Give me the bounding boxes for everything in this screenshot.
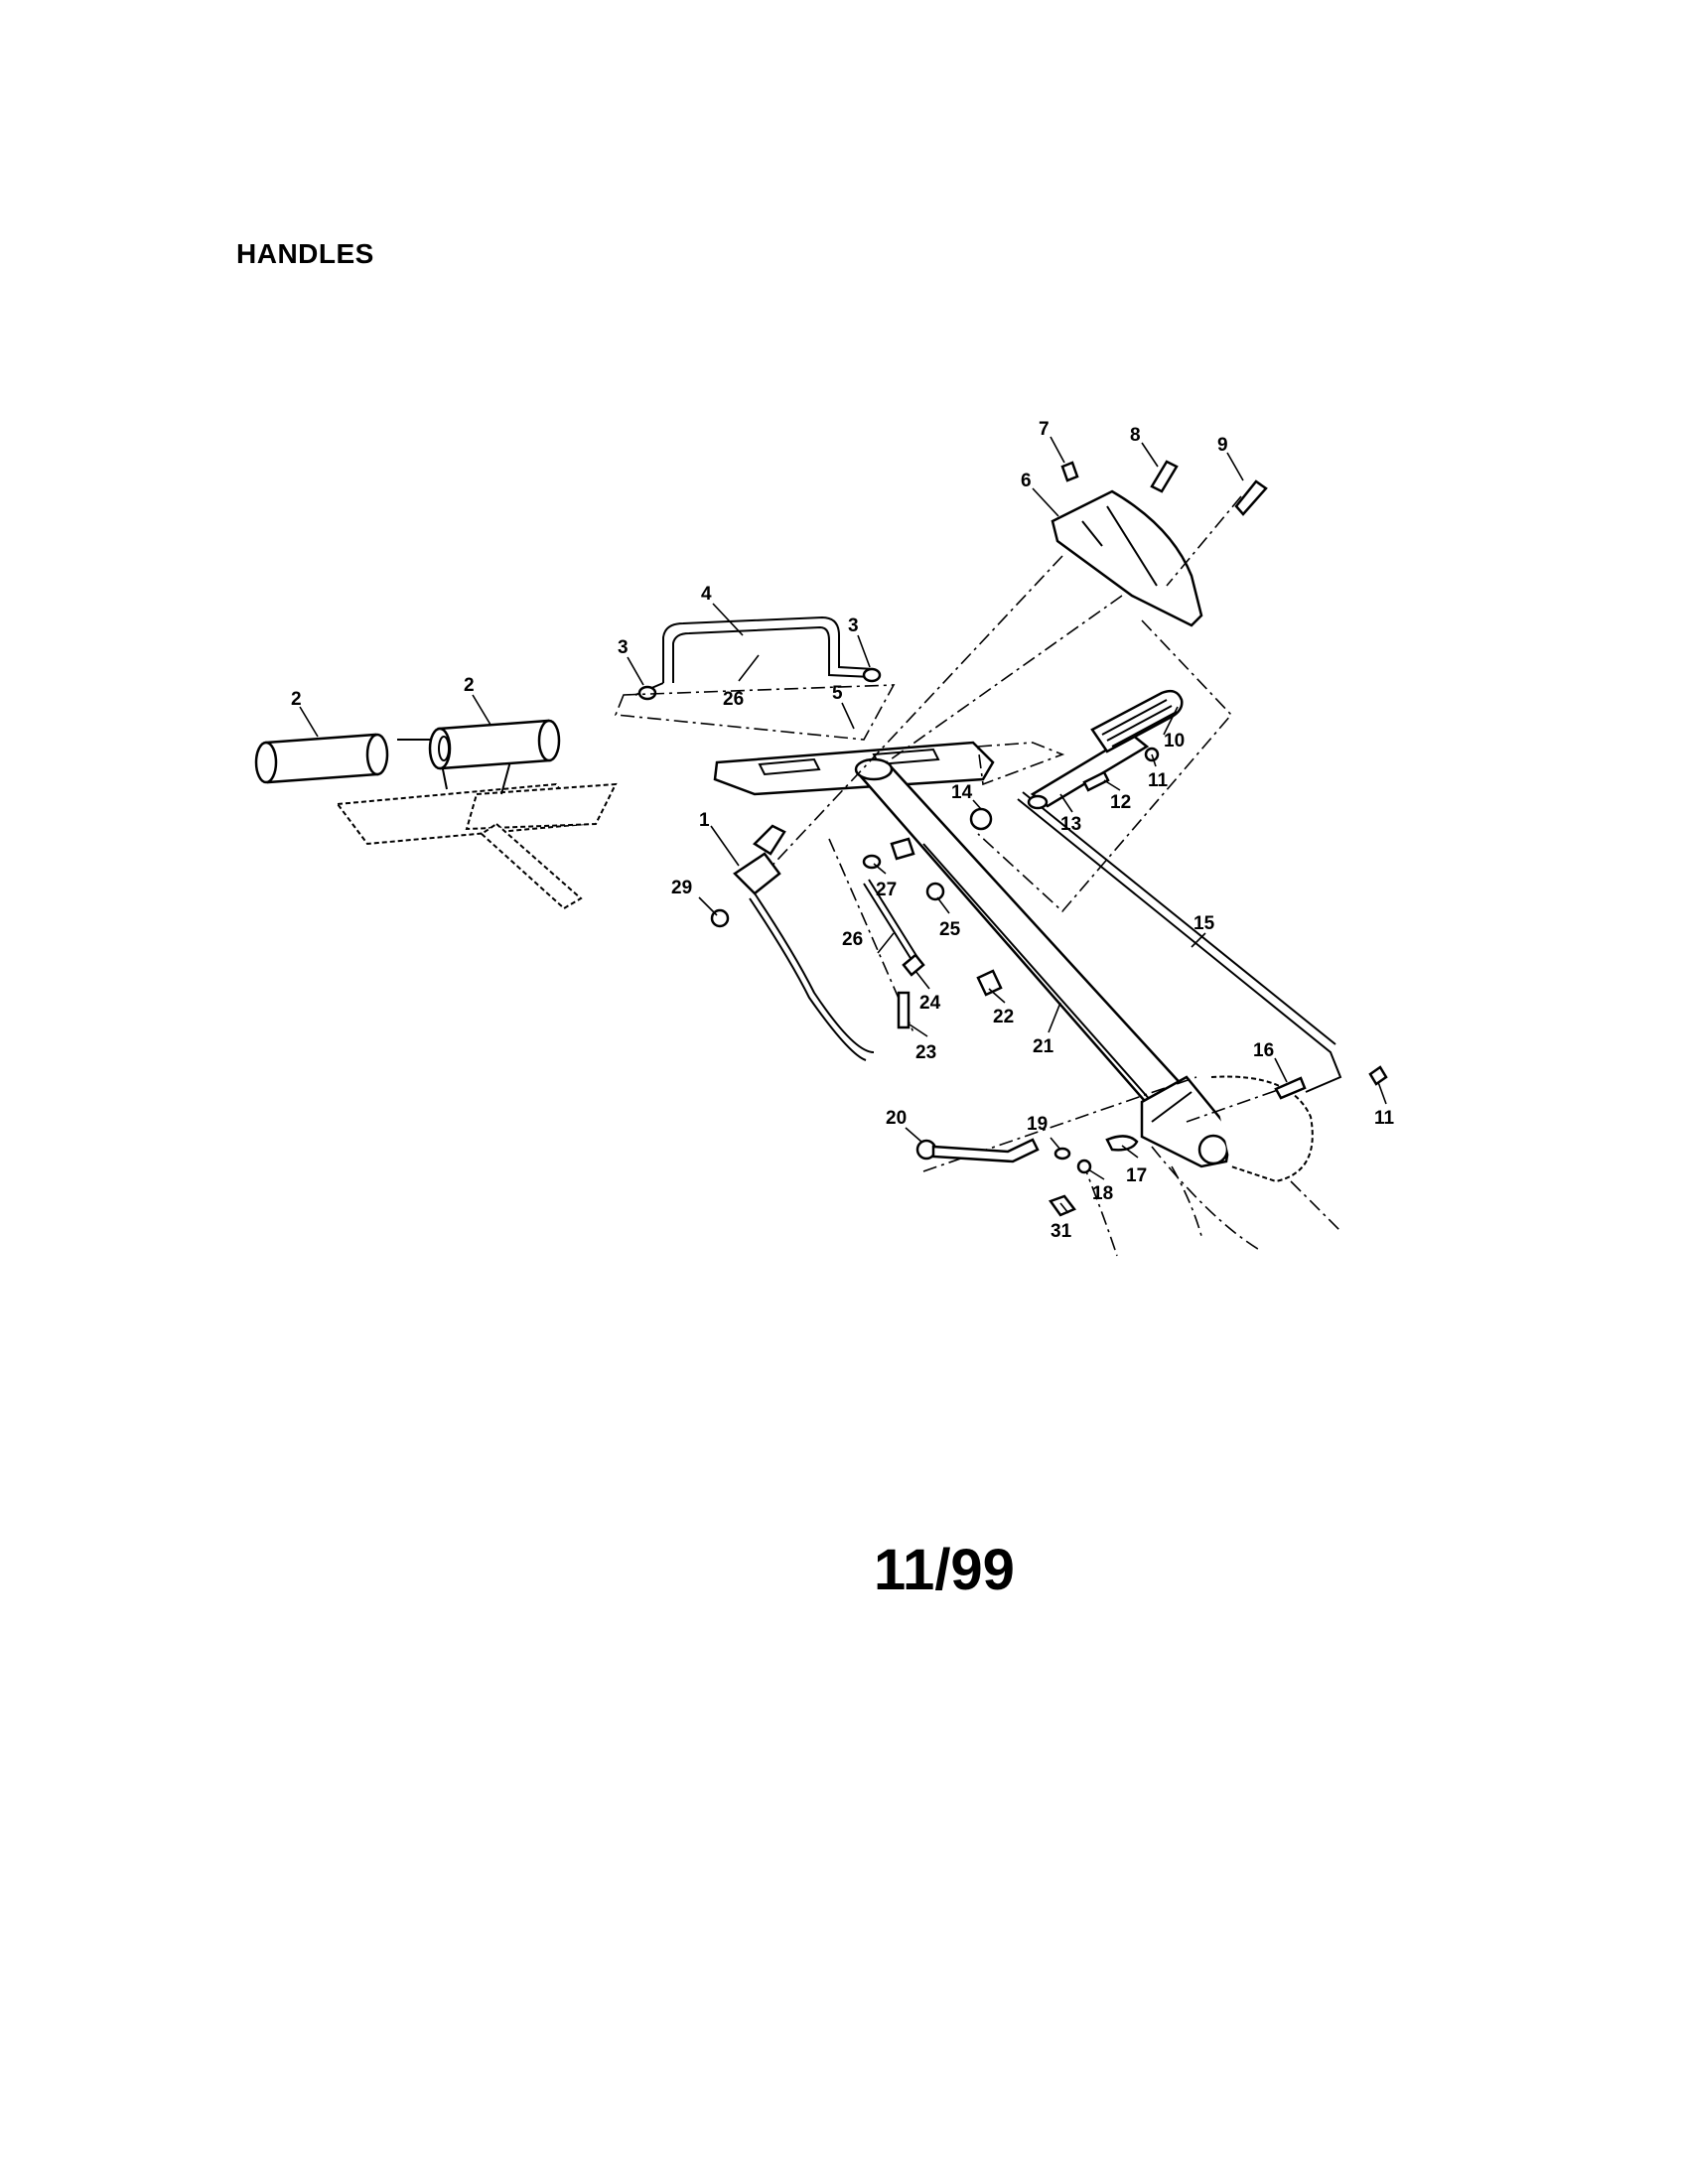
- callout-2-left: 2: [291, 689, 302, 710]
- callout-8: 8: [1130, 425, 1141, 446]
- callout-6: 6: [1021, 471, 1032, 491]
- section-title: HANDLES: [236, 238, 374, 269]
- bracket-17: [1105, 1135, 1139, 1152]
- callout-24: 24: [919, 993, 941, 1014]
- callout-23: 23: [915, 1042, 936, 1063]
- callout-19: 19: [1027, 1114, 1048, 1135]
- callout-1: 1: [699, 810, 710, 831]
- callout-7: 7: [1039, 419, 1050, 440]
- callout-14: 14: [951, 782, 973, 803]
- shift-lever: [1027, 689, 1184, 810]
- left-handle-assembly: [336, 739, 618, 910]
- callout-3-left: 3: [618, 637, 629, 658]
- cable-26: [863, 883, 914, 964]
- clip-24: [902, 953, 925, 977]
- callout-22: 22: [993, 1007, 1014, 1027]
- callout-11-top: 11: [1148, 770, 1169, 791]
- washer-right: [862, 667, 882, 683]
- nut-25: [925, 882, 945, 901]
- lower-lever: [915, 1138, 1040, 1163]
- bushing-14: [969, 807, 993, 831]
- clip-22: [976, 969, 1003, 997]
- callout-26-middle: 26: [842, 929, 863, 950]
- nut-7: [1060, 461, 1079, 482]
- callout-10: 10: [1164, 731, 1185, 751]
- callout-2-right: 2: [464, 675, 475, 696]
- callout-25: 25: [939, 919, 961, 940]
- callout-16: 16: [1253, 1040, 1274, 1061]
- callout-9: 9: [1217, 435, 1228, 456]
- callout-11-bottom: 11: [1374, 1108, 1395, 1129]
- callout-27: 27: [876, 880, 897, 900]
- callout-15: 15: [1193, 913, 1215, 934]
- main-handle-tube: [854, 757, 1208, 1134]
- washer-left: [637, 685, 657, 701]
- page-code: 11/99: [874, 1538, 1015, 1602]
- shift-rod: [1017, 791, 1342, 1093]
- part-callouts: 1 2 2 3 3 4 5 6 7 8 9 10 11 11 12 13 14 …: [291, 419, 1395, 1242]
- callout-29: 29: [671, 878, 692, 898]
- nut-18: [1076, 1159, 1092, 1174]
- callout-3-right: 3: [848, 615, 859, 636]
- leader-lines: [299, 436, 1387, 1214]
- callout-17: 17: [1126, 1165, 1147, 1186]
- left-grip: [254, 733, 389, 784]
- screw-23: [897, 991, 911, 1029]
- pin-11-bottom: [1368, 1065, 1388, 1086]
- control-panel: [713, 741, 995, 796]
- callout-13: 13: [1060, 814, 1081, 835]
- bolt-16: [1274, 1076, 1307, 1100]
- callout-31: 31: [1051, 1221, 1072, 1242]
- callout-21: 21: [1033, 1036, 1054, 1057]
- screw-12: [1082, 770, 1110, 792]
- callout-18: 18: [1092, 1183, 1113, 1204]
- bolt-9: [1234, 479, 1268, 516]
- callout-12: 12: [1110, 792, 1131, 813]
- callout-20: 20: [886, 1108, 907, 1129]
- clutch-control: [733, 824, 875, 1061]
- callout-4: 4: [701, 584, 712, 605]
- washer-19: [1053, 1147, 1071, 1160]
- top-bracket: [1051, 489, 1203, 627]
- bolt-8: [1150, 460, 1179, 493]
- callout-26-upper: 26: [723, 689, 744, 710]
- callout-5: 5: [832, 683, 843, 704]
- right-grip: [428, 719, 561, 770]
